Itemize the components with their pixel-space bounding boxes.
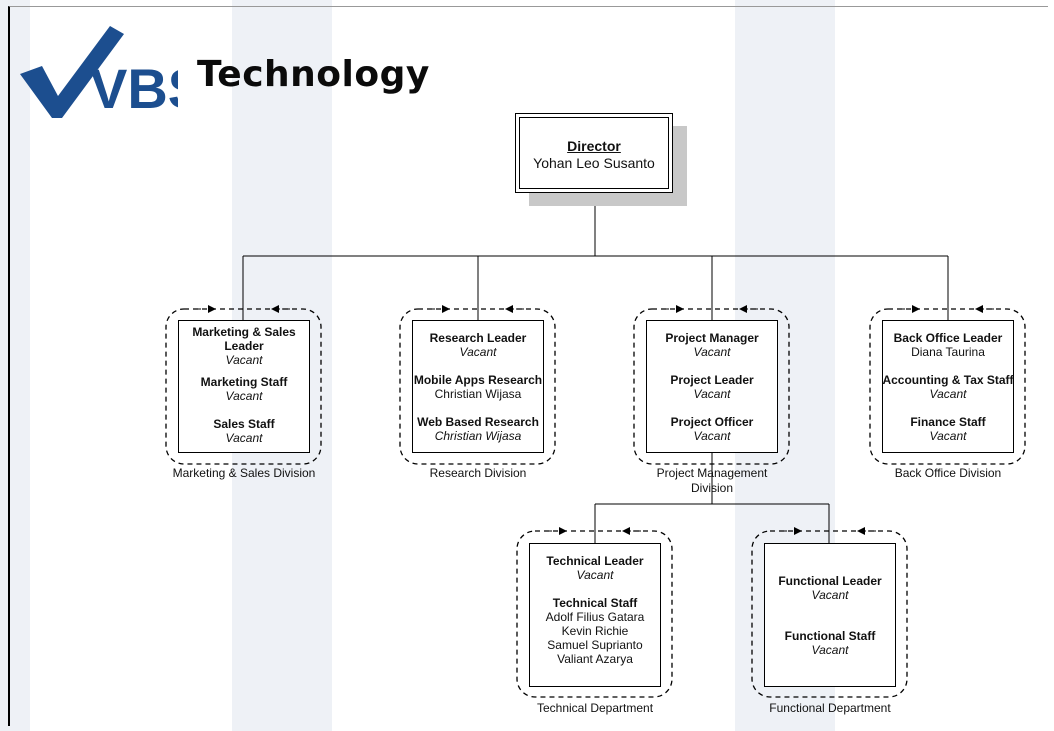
role-title: Functional Leader <box>778 574 882 588</box>
division-label-research: Research Division <box>429 466 527 480</box>
role-title: Sales Staff <box>213 417 275 431</box>
staff-name: Adolf Filius Gatara <box>545 610 645 624</box>
director-title: Director <box>567 138 621 154</box>
logo-text: VBS <box>90 57 178 120</box>
vbs-logo: VBS <box>20 26 178 120</box>
role-name: Vacant <box>693 345 731 359</box>
role-title: Project Leader <box>670 373 754 387</box>
role-name: Vacant <box>929 387 967 401</box>
flow-arrows <box>198 305 994 535</box>
role-name: Diana Taurina <box>911 345 985 359</box>
role-name: Vacant <box>693 429 731 443</box>
group-border-marketing <box>165 308 322 465</box>
director-inner-box: Director Yohan Leo Susanto <box>519 117 669 189</box>
department-label-functional: Functional Department <box>769 701 891 715</box>
department-label-technical: Technical Department <box>536 701 654 715</box>
role-name: Vacant <box>693 387 731 401</box>
role-title: Back Office Leader <box>893 331 1003 345</box>
role-name: Vacant <box>225 431 263 445</box>
division-label-backoffice: Back Office Division <box>894 466 1002 480</box>
group-border-research <box>399 308 556 465</box>
role-title: Finance Staff <box>910 415 986 429</box>
company-name: Technology <box>197 54 430 95</box>
role-title: Marketing Staff <box>200 375 288 389</box>
role-title: Technical Staff <box>552 596 638 610</box>
role-title: Mobile Apps Research <box>413 373 543 387</box>
role-title: Marketing & Sales Leader <box>192 325 296 353</box>
staff-name: Kevin Richie <box>561 624 629 638</box>
group-border-functional <box>751 530 908 698</box>
role-title: Project Officer <box>670 415 754 429</box>
role-name: Vacant <box>225 353 263 367</box>
role-name: Christian Wijasa <box>434 429 522 443</box>
division-label-marketing: Marketing & Sales Division <box>172 466 316 480</box>
role-title: Web Based Research <box>417 415 539 429</box>
role-name: Vacant <box>811 643 849 657</box>
group-border-technical <box>516 530 673 698</box>
role-name: Vacant <box>811 588 849 602</box>
role-name: Christian Wijasa <box>434 387 522 401</box>
staff-name: Valiant Azarya <box>557 652 633 666</box>
role-title: Functional Staff <box>784 629 876 643</box>
group-border-project <box>633 308 790 465</box>
role-title: Technical Leader <box>546 554 644 568</box>
role-name: Vacant <box>459 345 497 359</box>
role-title: Research Leader <box>429 331 527 345</box>
role-name: Vacant <box>929 429 967 443</box>
document-frame <box>8 6 1048 726</box>
background-stripe-left <box>0 0 30 731</box>
group-border-backoffice <box>869 308 1026 465</box>
role-name: Vacant <box>225 389 263 403</box>
staff-name: Samuel Suprianto <box>547 638 643 652</box>
role-name: Vacant <box>576 568 614 582</box>
director-box: Director Yohan Leo Susanto <box>515 113 673 193</box>
director-name: Yohan Leo Susanto <box>533 155 655 171</box>
role-title: Accounting & Tax Staff <box>882 373 1014 387</box>
role-title: Project Manager <box>665 331 759 345</box>
division-label-project: Project Management Division <box>656 466 768 495</box>
